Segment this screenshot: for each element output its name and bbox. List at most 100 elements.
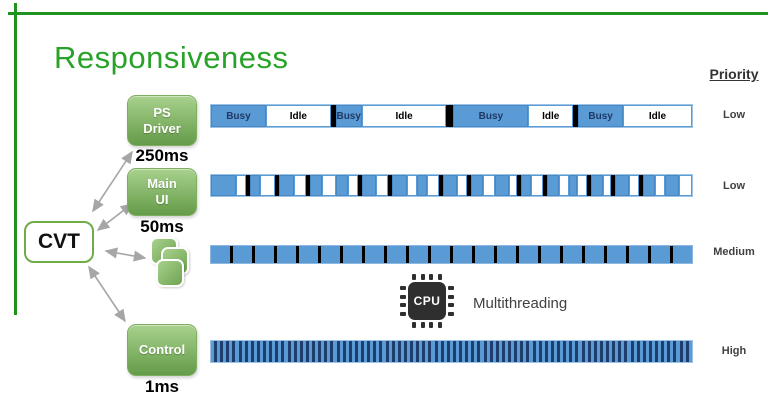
- top-border-line: [8, 12, 768, 15]
- period-divider: [274, 175, 279, 196]
- idle-segment: [628, 175, 639, 196]
- stripe: [606, 341, 609, 362]
- stripe: [293, 341, 297, 362]
- idle-segment: [407, 175, 418, 196]
- period-divider: [245, 175, 250, 196]
- busy-segment: [361, 175, 376, 196]
- left-border-line: [14, 3, 17, 315]
- cpu-pin: [400, 294, 406, 299]
- idle-segment: [559, 175, 569, 196]
- period-divider: [446, 105, 454, 127]
- stripe: [538, 341, 542, 362]
- thread-stack-icon: [148, 237, 200, 291]
- cpu-pin: [448, 311, 454, 316]
- priority-header: Priority: [709, 66, 759, 82]
- idle-segment: Idle: [528, 105, 574, 127]
- stripe: [226, 341, 230, 362]
- stripe: [612, 341, 616, 362]
- tick-divider: [252, 246, 255, 263]
- tick-divider: [670, 246, 673, 263]
- stripe: [532, 341, 536, 362]
- busy-segment: Busy: [578, 105, 624, 127]
- priority-row-high: High: [721, 345, 747, 357]
- cpu-chip-body: CPU: [408, 282, 446, 320]
- period-divider: [330, 105, 336, 127]
- stripe: [410, 341, 413, 362]
- period-divider: [439, 175, 444, 196]
- busy-segment: [309, 175, 322, 196]
- stripe: [434, 341, 438, 362]
- stripe: [385, 341, 389, 362]
- main-ui-period: 50ms: [140, 217, 184, 236]
- idle-segment: [259, 175, 275, 196]
- cpu-pin: [400, 303, 406, 307]
- stripe: [636, 341, 640, 362]
- stripe: [508, 341, 511, 362]
- cvt-label: CVT: [38, 230, 80, 253]
- tick-divider: [626, 246, 629, 263]
- busy-segment: [471, 175, 484, 196]
- cpu-pin: [437, 322, 442, 328]
- tick-divider: [472, 246, 475, 263]
- tick-divider: [340, 246, 343, 263]
- stack-square-icon: [156, 259, 184, 287]
- idle-segment: [235, 175, 246, 196]
- stripe: [618, 341, 622, 362]
- tick-divider: [362, 246, 365, 263]
- cpu-pin: [429, 274, 433, 280]
- tick-divider: [274, 246, 277, 263]
- stripe: [305, 341, 309, 362]
- busy-segment: [443, 175, 458, 196]
- ps-driver-period: 250ms: [135, 146, 189, 165]
- cpu-pin: [412, 274, 416, 280]
- busy-segment: [391, 175, 408, 196]
- tick-divider: [516, 246, 519, 263]
- stripe: [655, 341, 658, 362]
- idle-segment: [678, 175, 692, 196]
- stripe: [648, 341, 652, 362]
- stripe: [563, 341, 567, 362]
- tick-divider: [560, 246, 563, 263]
- tick-divider: [604, 246, 607, 263]
- stripe: [446, 341, 450, 362]
- tick-divider: [648, 246, 651, 263]
- stripe: [367, 341, 371, 362]
- period-divider: [517, 175, 522, 196]
- tick-divider: [582, 246, 585, 263]
- stripe: [336, 341, 340, 362]
- stripe: [403, 341, 407, 362]
- stripe: [354, 341, 358, 362]
- busy-segment: [335, 175, 348, 196]
- stripe: [557, 341, 560, 362]
- stripe: [348, 341, 352, 362]
- cpu-pin: [448, 303, 454, 307]
- cpu-pin: [437, 274, 442, 280]
- busy-segment: [664, 175, 679, 196]
- busy-segment: Busy: [335, 105, 362, 127]
- tick-divider: [538, 246, 541, 263]
- tick-divider: [384, 246, 387, 263]
- idle-segment: [347, 175, 358, 196]
- stripe: [550, 341, 554, 362]
- stripe: [318, 341, 322, 362]
- idle-segment: [293, 175, 306, 196]
- stripe: [244, 341, 248, 362]
- ps-driver-label-line1: PS: [153, 104, 171, 120]
- idle-segment: [602, 175, 611, 196]
- stripe: [495, 341, 499, 362]
- stripe: [269, 341, 273, 362]
- idle-segment: [654, 175, 665, 196]
- stripe: [287, 341, 291, 362]
- busy-segment: [495, 175, 510, 196]
- control-period: 1ms: [144, 377, 180, 396]
- stripe: [459, 341, 462, 362]
- stripe: [299, 341, 303, 362]
- stripe: [642, 341, 646, 362]
- stripe: [581, 341, 585, 362]
- tick-divider: [406, 246, 409, 263]
- stripe: [281, 341, 285, 362]
- period-divider: [357, 175, 362, 196]
- stripe: [428, 341, 432, 362]
